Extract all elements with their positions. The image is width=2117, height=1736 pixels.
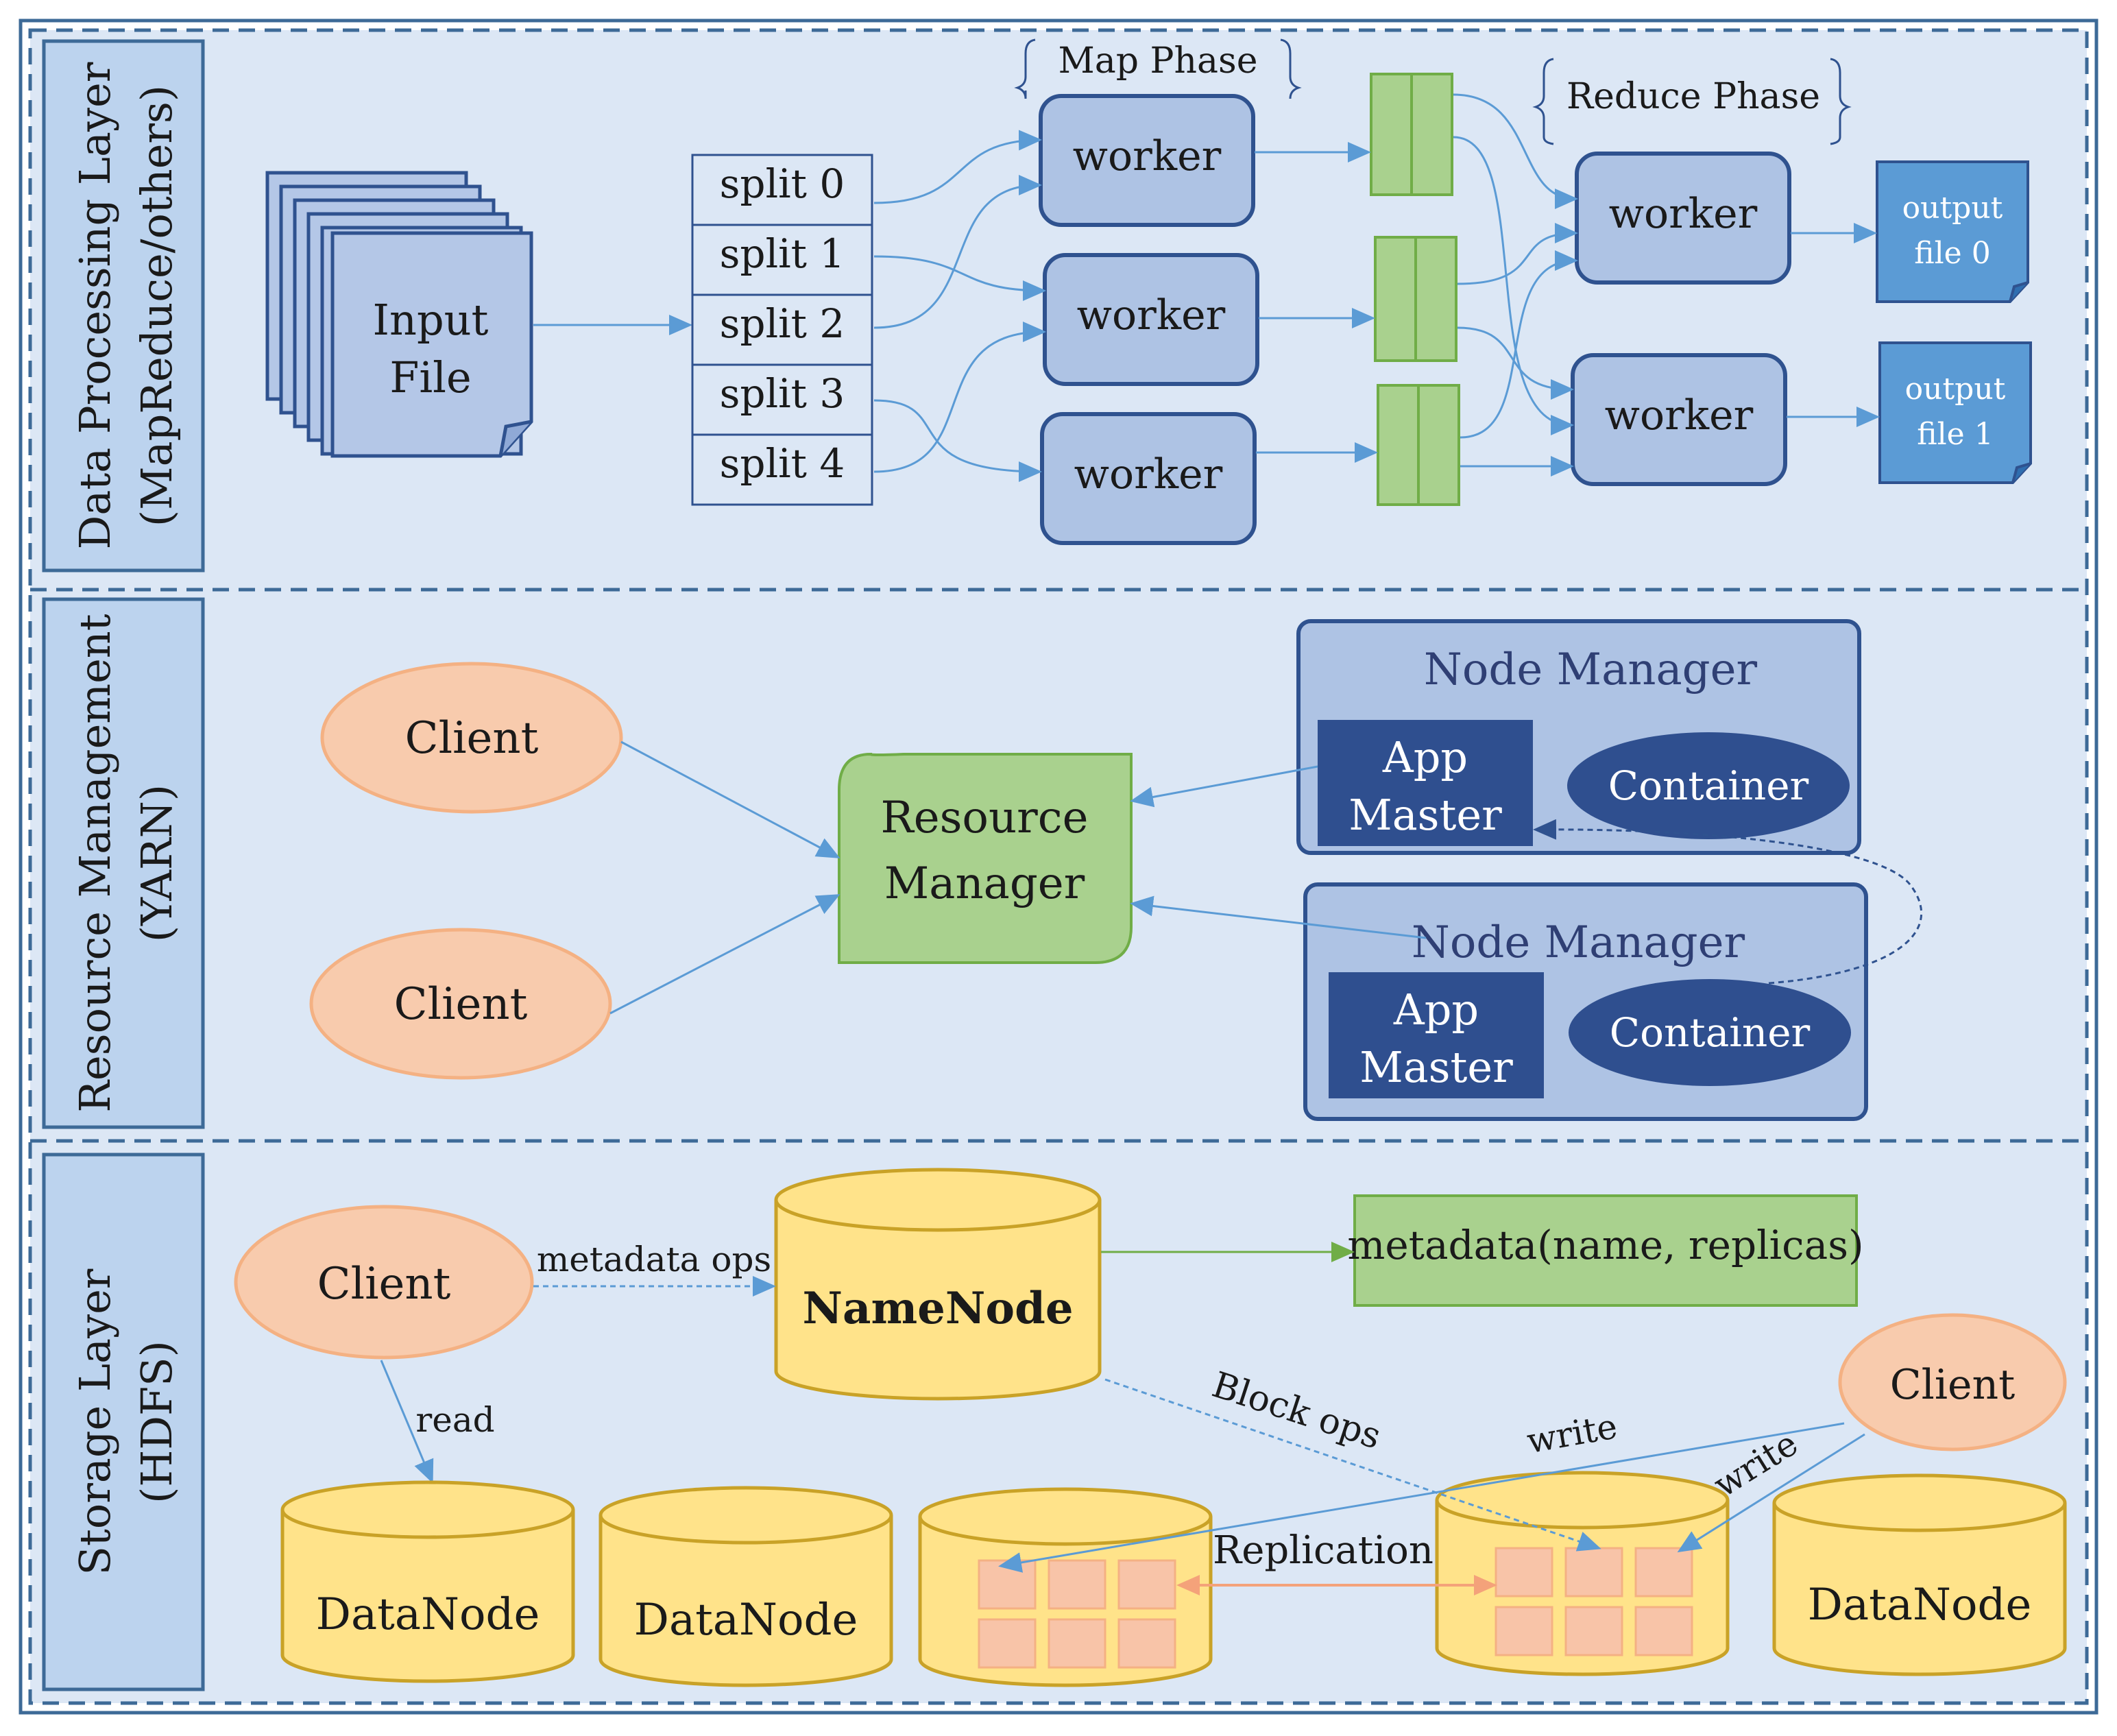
app-master-label-1a: App: [1393, 985, 1479, 1035]
buffer-to-reducer-arrows: [1453, 93, 1578, 477]
app-master-label-1b: Master: [1359, 1042, 1513, 1092]
intermediate-buffer: [1377, 384, 1460, 506]
container: [1567, 732, 1850, 839]
container-to-app-master-dashed-arrow: [1533, 819, 1923, 985]
hdfs-client-right-label: Client: [1890, 1361, 2016, 1409]
resource-manager: Resource Manager: [838, 752, 1133, 964]
hdfs-client-left-label: Client: [317, 1259, 451, 1310]
write-arrow-2: [1677, 1433, 1865, 1553]
intermediate-buffer: [1374, 236, 1457, 362]
read-arrow: [380, 1360, 434, 1484]
node-manager: Node Manager App Master Container: [1296, 619, 1861, 855]
write-arrow-1: [998, 1422, 1845, 1573]
app-master: [1329, 972, 1544, 1098]
map-worker-label-0: worker: [1073, 132, 1222, 180]
map-worker: worker: [1039, 94, 1255, 227]
input-file-label-1: Input: [373, 295, 489, 345]
layer-label-storage-line2: (HDFS): [132, 1340, 182, 1504]
resource-manager-label-1: Resource: [881, 793, 1089, 843]
hdfs-client: Client: [234, 1205, 534, 1360]
app-master-label-0a: App: [1382, 732, 1468, 782]
reduce-worker-label-0: worker: [1609, 190, 1758, 238]
namenode: NameNode: [774, 1168, 1102, 1401]
datanode-label-0: DataNode: [316, 1589, 540, 1640]
split-label-2: split 2: [720, 300, 845, 347]
datanode-label-4: DataNode: [1808, 1580, 2032, 1630]
split-list: split 0 split 1 split 2 split 3 split 4: [691, 154, 873, 506]
map-worker: worker: [1040, 412, 1257, 545]
reduce-phase-label: Reduce Phase: [1532, 58, 1852, 145]
layer-label-resource-line1: Resource Management: [70, 614, 120, 1112]
split-cell: [691, 154, 873, 226]
read-label: read: [415, 1400, 494, 1440]
worker-to-buffer-arrows: [1255, 142, 1378, 463]
layer-label-processing-line2: (MapReduce/others): [132, 85, 182, 527]
namenode-label: NameNode: [802, 1283, 1073, 1334]
reduce-worker: worker: [1575, 152, 1791, 285]
layer-label-storage: Storage Layer (HDFS): [42, 1153, 205, 1691]
input-file-label-2: File: [389, 352, 471, 402]
metadata-label: metadata(name, replicas): [1347, 1222, 1863, 1268]
yarn-client: Client: [309, 928, 612, 1080]
container: [1569, 979, 1851, 1086]
container-label-0: Container: [1608, 762, 1809, 809]
output-file-0-line2: file 0: [1914, 236, 1990, 271]
layer-label-resource: Resource Management (YARN): [42, 597, 205, 1129]
output-file: output file 0: [1876, 160, 2029, 303]
split-label-1: split 1: [720, 230, 845, 277]
layer-label-processing-line1: Data Processing Layer: [70, 62, 120, 549]
datanode: DataNode: [598, 1486, 893, 1687]
map-worker-label-1: worker: [1077, 291, 1226, 339]
yarn-client-label-1: Client: [394, 979, 528, 1030]
datanode-label-1: DataNode: [634, 1595, 858, 1645]
map-phase-label: Map Phase: [1014, 38, 1302, 99]
split-cell: [691, 293, 873, 366]
split-label-3: split 3: [720, 370, 845, 417]
layer-label-resource-line2: (YARN): [132, 784, 182, 942]
app-master: [1318, 720, 1533, 846]
layer-label-processing: Data Processing Layer (MapReduce/others): [42, 39, 205, 572]
map-phase-text: Map Phase: [1058, 40, 1257, 82]
replication-label: Replication: [1213, 1528, 1433, 1573]
nm-to-rm-arrows: [1130, 765, 1427, 939]
metadata-box: metadata(name, replicas): [1347, 1194, 1864, 1307]
map-worker: worker: [1043, 253, 1259, 386]
reducer-to-output-arrows: [1787, 223, 1880, 427]
reduce-worker: worker: [1571, 353, 1787, 486]
block-ops-arrow: [1104, 1378, 1601, 1552]
datanode: DataNode: [280, 1480, 575, 1683]
node-manager-title-0: Node Manager: [1424, 644, 1758, 695]
yarn-client-label-0: Client: [405, 713, 539, 764]
client-to-rm-arrows: [609, 740, 840, 1015]
hdfs-client: Client: [1838, 1313, 2067, 1451]
datanode: DataNode: [1772, 1473, 2067, 1676]
split-to-worker-arrows: [873, 130, 1046, 482]
reduce-worker-label-1: worker: [1605, 391, 1754, 439]
node-manager: Node Manager App Master Container: [1303, 882, 1868, 1121]
split-label-4: split 4: [720, 440, 845, 487]
yarn-client: Client: [320, 662, 623, 814]
layer-label-storage-line1: Storage Layer: [70, 1268, 120, 1575]
split-cell: [691, 224, 873, 296]
metadata-ops-label: metadata ops: [537, 1240, 771, 1279]
output-file-1-line1: output: [1905, 372, 2006, 407]
app-master-label-0b: Master: [1348, 790, 1502, 840]
reduce-phase-text: Reduce Phase: [1566, 76, 1820, 117]
map-worker-label-2: worker: [1074, 450, 1223, 498]
output-file: output file 1: [1878, 341, 2032, 484]
datanode: [918, 1487, 1213, 1687]
input-file-stack: Input File: [265, 171, 533, 458]
container-label-1: Container: [1610, 1009, 1811, 1056]
datanode: [1435, 1471, 1730, 1676]
resource-manager-label-2: Manager: [884, 858, 1085, 909]
node-manager-title-1: Node Manager: [1412, 917, 1745, 968]
split-label-0: split 0: [720, 160, 845, 207]
split-cell: [691, 433, 873, 506]
output-file-0-line1: output: [1902, 191, 2003, 226]
intermediate-buffer: [1370, 73, 1453, 196]
split-cell: [691, 363, 873, 436]
output-file-1-line2: file 1: [1917, 417, 1993, 452]
